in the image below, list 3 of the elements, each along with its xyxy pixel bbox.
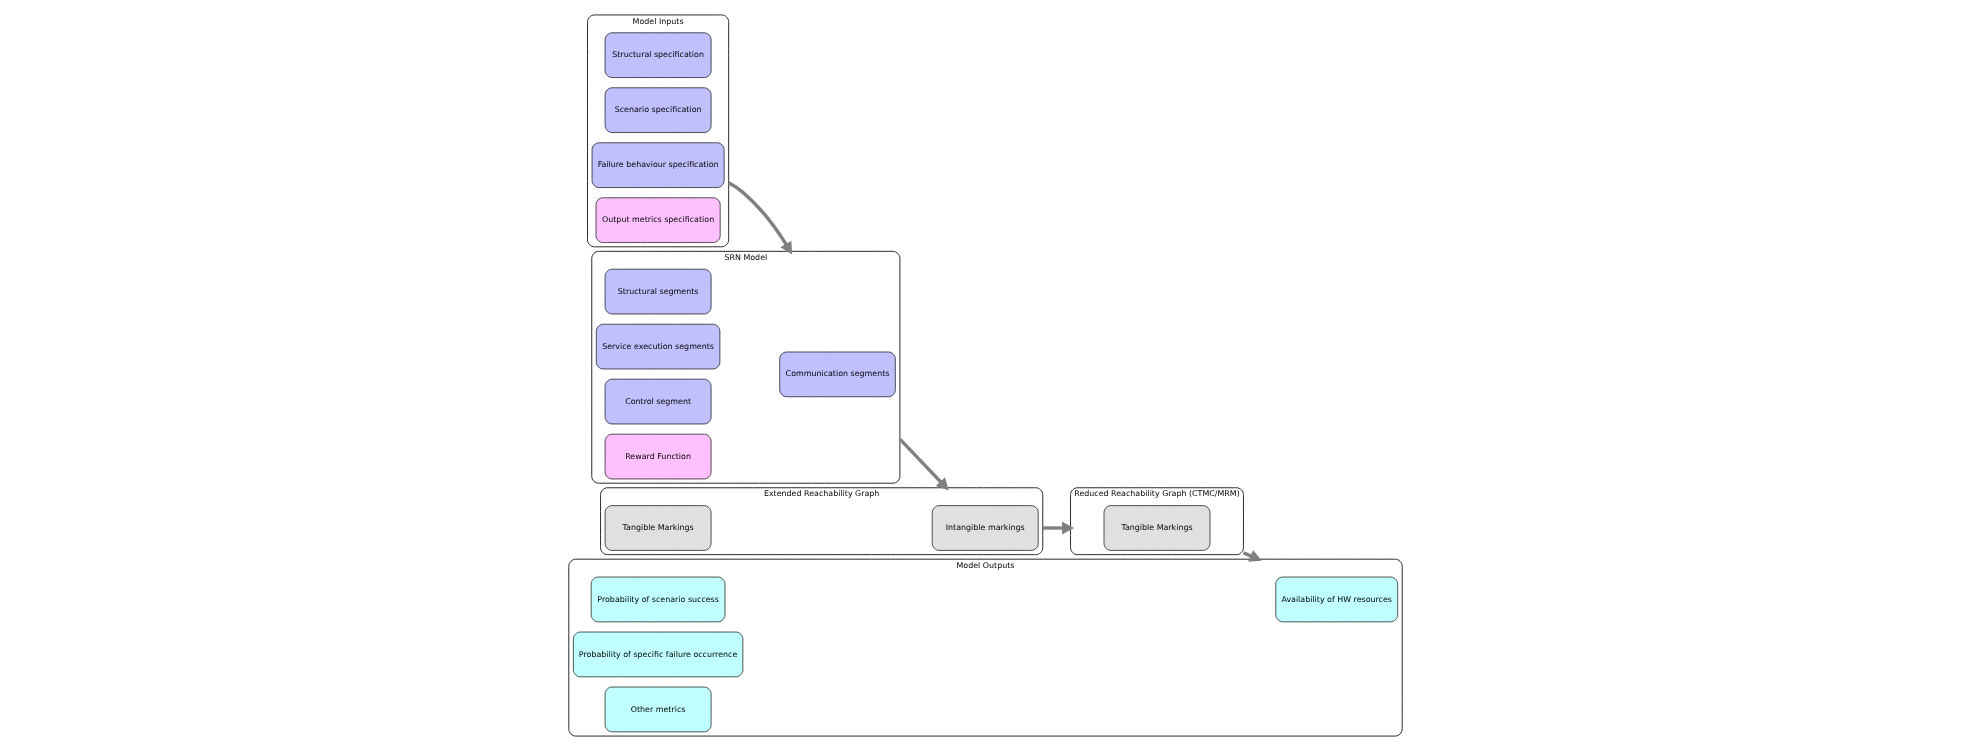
arrow [727, 181, 792, 255]
arrow [898, 437, 949, 491]
arrow [1042, 521, 1074, 535]
